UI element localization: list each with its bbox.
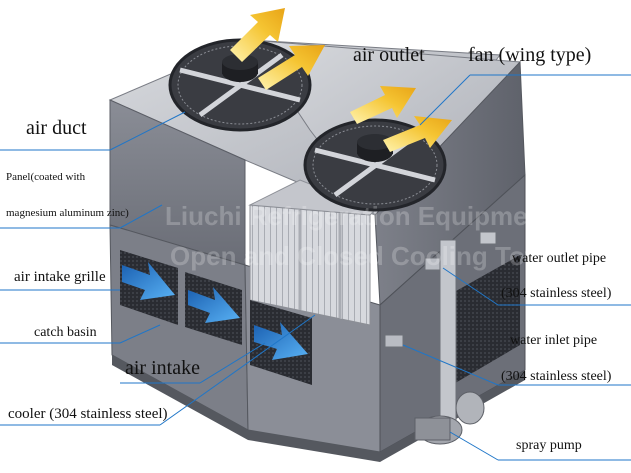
label-catch-basin: catch basin [34,325,97,340]
exhaust-arrow-1 [230,8,285,62]
leader-fan [419,74,471,126]
watermark: Liuchi Refrigeration Equipment Open and … [165,201,584,271]
intake-arrow-1 [122,262,175,300]
label-spray-pump: spray pump [516,438,582,453]
label-panel-line2: magnesium aluminum zinc) [6,207,129,219]
label-water-outlet-pipe: water outlet pipe [512,251,607,266]
spray-pump-body [414,391,485,445]
top-pipe-stub [479,231,497,245]
label-panel-line1: Panel(coated with [6,171,86,183]
water-inlet-stub [384,334,404,348]
label-air-intake-grille: air intake grille [14,269,106,285]
intake-arrows [122,262,308,360]
label-air-duct: air duct [26,117,87,139]
label-water-inlet-material: (304 stainless steel) [501,369,612,384]
intake-arrow-2 [188,287,240,323]
leader-lines [0,74,631,461]
exhaust-arrow-2 [258,45,325,90]
leader-water-outlet [442,267,499,306]
label-cooler: cooler (304 stainless steel) [8,406,168,422]
watermark-line2: Open and Closed Cooling Towers [170,241,584,271]
cooler-coil [248,179,376,326]
piping [384,231,497,445]
exhaust-arrow-3 [350,86,416,124]
grille-side [440,255,520,392]
exhaust-arrows [230,8,452,152]
intake-arrow-3 [254,322,308,360]
watermark-line1: Liuchi Refrigeration Equipment [165,201,552,231]
exhaust-arrow-4 [383,116,452,152]
leader-spray-pump [449,431,499,461]
label-water-inlet-pipe: water inlet pipe [510,333,598,348]
label-fan: fan (wing type) [468,44,592,66]
leader-water-inlet [402,344,499,386]
label-air-outlet: air outlet [353,44,425,66]
label-air-intake: air intake [125,357,200,379]
label-water-outlet-material: (304 stainless steel) [501,286,612,301]
fan-1 [168,38,312,132]
